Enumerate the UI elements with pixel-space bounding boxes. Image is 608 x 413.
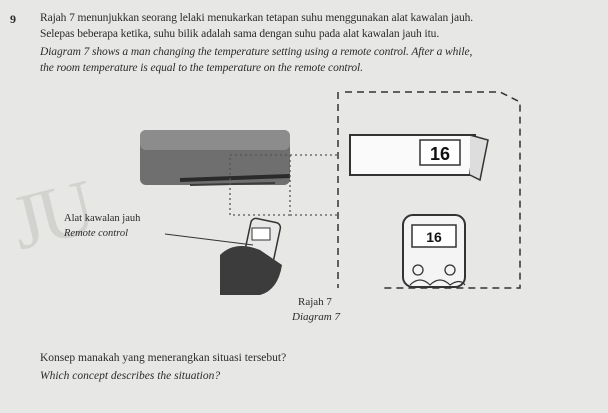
remote-display-temperature: 16 [426, 229, 442, 245]
question-malay: Konsep manakah yang menerangkan situasi … [40, 352, 287, 364]
air-conditioner [140, 130, 291, 186]
caption-malay: Rajah 7 [298, 296, 332, 308]
ac-display-temperature: 16 [430, 144, 450, 164]
label-leader-line [164, 233, 254, 246]
remote-button-right [444, 264, 456, 276]
label-air-conditioner: Alat kawalan jauh [64, 213, 141, 224]
question-english: Which concept describes the situation? [40, 370, 221, 382]
stem-english-line-2: the room temperature is equal to the tem… [40, 62, 363, 74]
ac-display-dotted-box [229, 154, 291, 216]
ac-display-screen [419, 139, 461, 166]
label-remote-control: Remote control [64, 228, 129, 239]
zoomed-remote-control: 16 [402, 214, 466, 288]
zoom-dashed-outline [345, 91, 521, 289]
stem-malay-line-2: Selepas beberapa ketika, suhu bilik adal… [40, 28, 440, 40]
stem-english-line-1: Diagram 7 shows a man changing the tempe… [40, 46, 473, 58]
hand-with-remote [220, 217, 282, 295]
caption-english: Diagram 7 [292, 311, 340, 323]
stem-malay-line-1: Rajah 7 menunjukkan seorang lelaki menuk… [40, 12, 474, 24]
diagram-7: 16 16 [140, 91, 521, 295]
question-number: 9 [10, 12, 16, 26]
remote-button-left [412, 264, 424, 276]
